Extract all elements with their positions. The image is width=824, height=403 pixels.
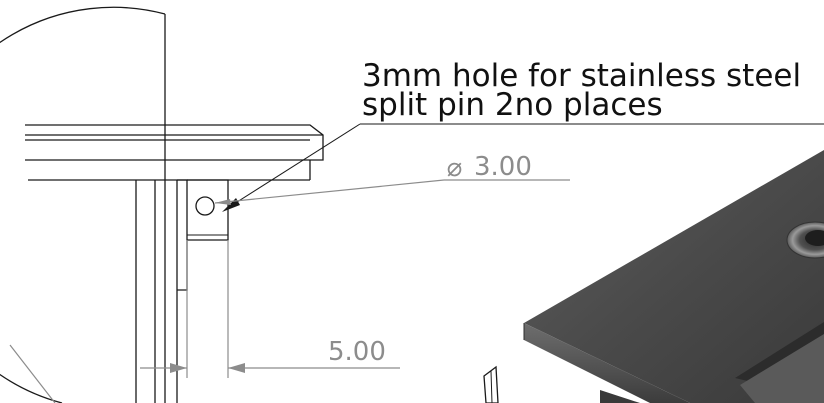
diameter-symbol: ⌀ (446, 153, 462, 183)
detail-view-boundary (0, 6, 166, 403)
width-value: 5.00 (328, 337, 386, 367)
diameter-dimension (214, 179, 570, 205)
construction-line (9, 344, 56, 403)
width-dimension (140, 240, 400, 378)
diameter-value: 3.00 (474, 152, 532, 182)
note-line-1: 3mm hole for stainless steel (362, 58, 801, 94)
detail-section (25, 124, 324, 403)
split-pin-hole (195, 196, 215, 216)
note-line-2: split pin 2no places (362, 87, 663, 123)
rendered-model (483, 150, 824, 403)
